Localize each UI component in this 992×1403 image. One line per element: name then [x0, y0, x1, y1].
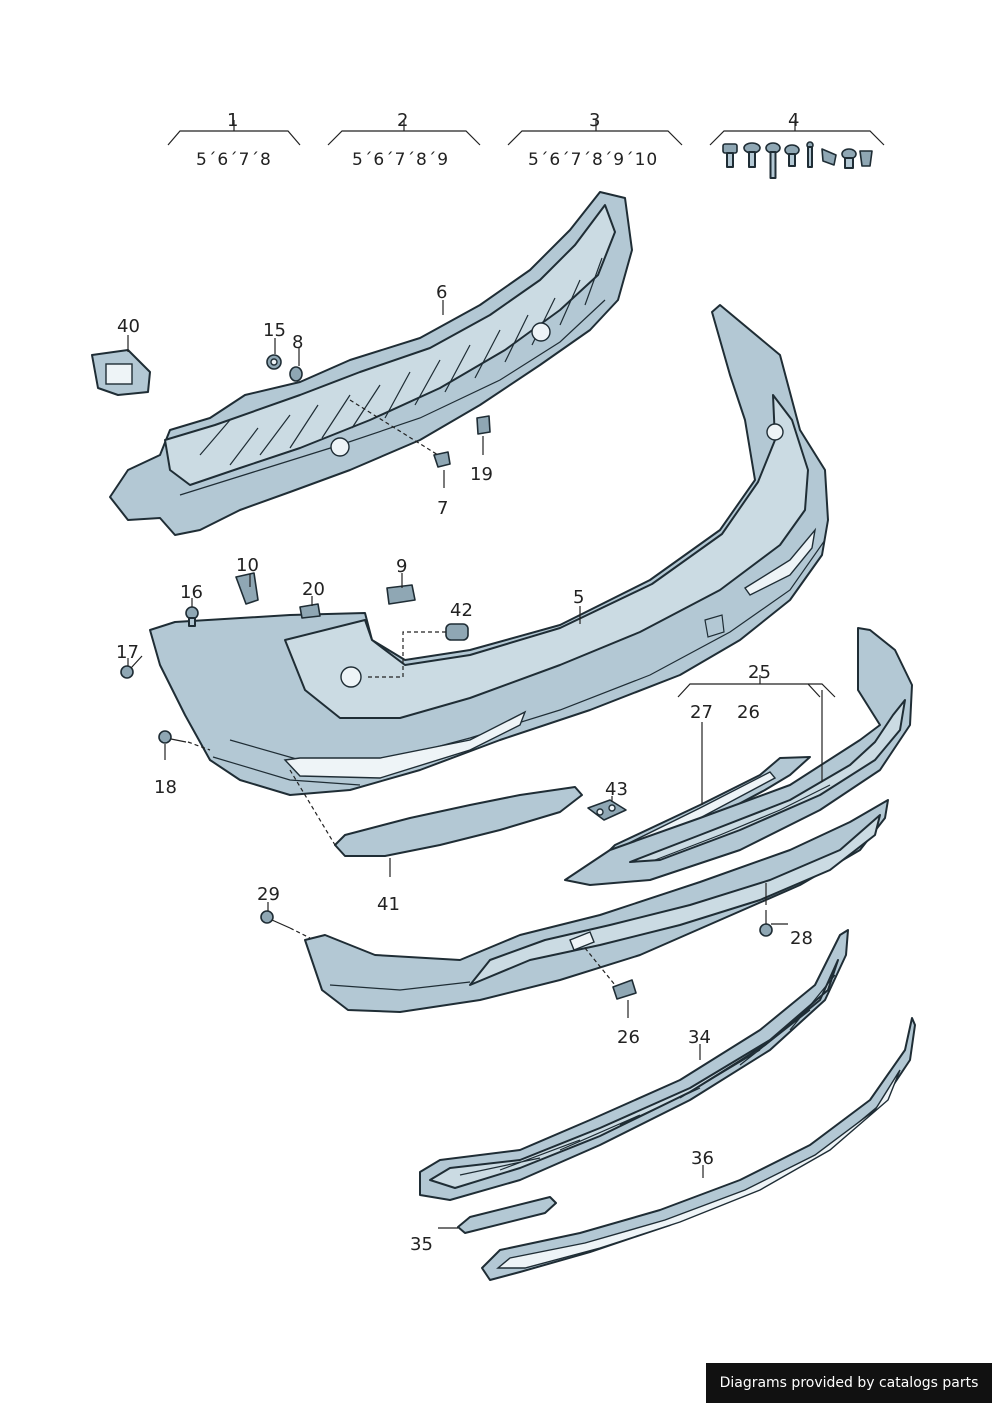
callout-1: 1	[227, 110, 238, 131]
callout-8: 8	[292, 332, 303, 353]
clip-10-icon	[235, 572, 259, 605]
clip-19-icon	[476, 415, 491, 435]
clip-16-icon	[185, 606, 199, 627]
callout-34: 34	[688, 1027, 711, 1048]
clip-9-icon	[386, 584, 416, 605]
nut-15-icon	[266, 354, 282, 370]
callout-15: 15	[263, 320, 286, 341]
callout-16: 16	[180, 582, 203, 603]
plug-26-icon	[612, 979, 637, 1000]
callout-29: 29	[257, 884, 280, 905]
callout-26-lower: 26	[617, 1027, 640, 1048]
group-bracket-2	[327, 120, 481, 146]
callout-7: 7	[437, 498, 448, 519]
callout-18: 18	[154, 777, 177, 798]
callout-42: 42	[450, 600, 473, 621]
callout-5: 5	[573, 587, 584, 608]
bumper-cover-5	[149, 304, 829, 796]
trim-piece-35	[457, 1196, 557, 1234]
screw-29-icon	[260, 910, 291, 929]
callout-3: 3	[589, 110, 600, 131]
watermark-banner: Diagrams provided by catalogs parts	[706, 1363, 992, 1403]
fastener-set-icon	[722, 141, 873, 179]
callout-19: 19	[470, 464, 493, 485]
callout-20: 20	[302, 579, 325, 600]
group-bracket-1	[167, 120, 301, 146]
callout-2: 2	[397, 110, 408, 131]
lower-valance	[304, 799, 889, 1013]
callout-9: 9	[396, 556, 407, 577]
callout-35: 35	[410, 1234, 433, 1255]
group-bracket-3	[507, 120, 683, 146]
group-2-members: 5´6´7´8´9	[352, 150, 449, 170]
callout-27: 27	[690, 702, 713, 723]
callout-43: 43	[605, 779, 628, 800]
callout-4: 4	[788, 110, 799, 131]
nut-20-icon	[299, 603, 321, 619]
callout-28: 28	[790, 928, 813, 949]
callout-26-upper: 26	[737, 702, 760, 723]
plug-42-icon	[445, 623, 469, 641]
callout-36: 36	[691, 1148, 714, 1169]
trim-strip-41	[334, 786, 583, 857]
callout-40: 40	[117, 316, 140, 337]
sensor-holder-40	[91, 349, 151, 396]
callout-6: 6	[436, 282, 447, 303]
callout-10: 10	[236, 555, 259, 576]
callout-17: 17	[116, 642, 139, 663]
group-bracket-4	[709, 120, 885, 146]
bumper-support-bracket	[109, 191, 633, 536]
group-1-members: 5´6´7´8	[196, 150, 272, 170]
grille-insert-34	[419, 929, 849, 1201]
diffuser-25	[564, 627, 913, 886]
callout-41: 41	[377, 894, 400, 915]
screw-17-icon	[120, 655, 143, 679]
screw-18-icon	[158, 730, 187, 744]
washer-8-icon	[289, 366, 303, 382]
clip-7-icon	[433, 451, 451, 468]
connector-43-icon	[587, 799, 627, 821]
lower-trim-36	[481, 1017, 916, 1281]
group-3-members: 5´6´7´8´9´10	[528, 150, 658, 170]
screw-28-icon	[759, 910, 773, 937]
callout-25: 25	[748, 662, 771, 683]
